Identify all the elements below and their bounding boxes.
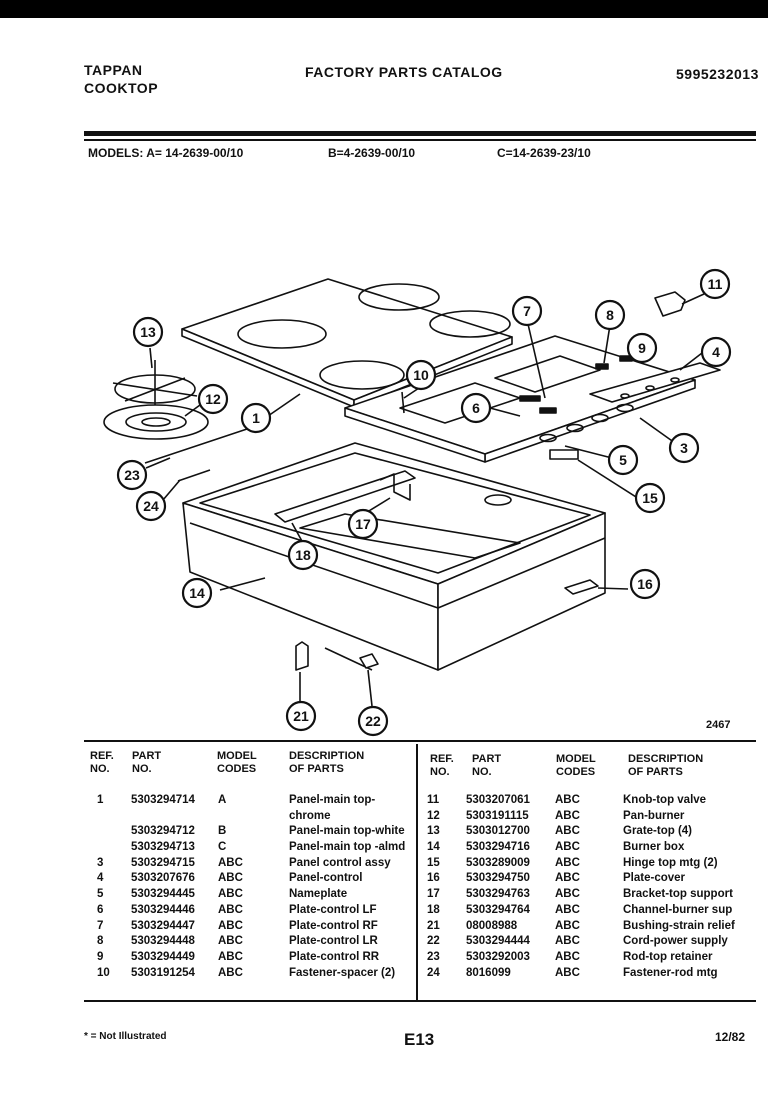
nameplate (589, 362, 721, 403)
table-divider (416, 744, 418, 1002)
svg-text:4: 4 (712, 344, 720, 360)
svg-text:3: 3 (680, 440, 688, 456)
diagram-callouts: 1 3 4 5 6 7 8 9 10 11 12 13 14 15 16 17 … (116, 268, 732, 737)
svg-text:22: 22 (365, 713, 381, 729)
callout-13: 13 (132, 316, 164, 348)
svg-text:1: 1 (252, 410, 260, 426)
svg-text:21: 21 (293, 708, 309, 724)
callout-11: 11 (699, 268, 731, 300)
product-label: COOKTOP (84, 80, 159, 96)
callout-23: 23 (116, 459, 148, 491)
svg-text:12: 12 (205, 391, 221, 407)
callout-1: 1 (240, 402, 272, 434)
svg-text:9: 9 (638, 340, 646, 356)
callout-9: 9 (626, 332, 658, 364)
callout-12: 12 (197, 383, 229, 415)
model-a: MODELS: A= 14-2639-00/10 (88, 146, 244, 160)
catalog-page: TAPPAN COOKTOP FACTORY PARTS CATALOG 599… (0, 18, 768, 1098)
svg-text:6: 6 (472, 400, 480, 416)
callout-7: 7 (511, 295, 543, 327)
callout-15: 15 (634, 482, 666, 514)
svg-text:24: 24 (143, 498, 159, 514)
burner-grate (112, 360, 198, 413)
callout-24: 24 (135, 490, 167, 522)
svg-text:14: 14 (189, 585, 205, 601)
svg-text:17: 17 (355, 516, 371, 532)
page-number: E13 (404, 1030, 435, 1049)
callout-6: 6 (460, 392, 492, 424)
model-c: C=14-2639-23/10 (497, 146, 591, 160)
diagram-number: 2467 (706, 719, 730, 731)
callout-10: 10 (405, 359, 437, 391)
svg-text:11: 11 (708, 276, 723, 292)
svg-text:15: 15 (642, 490, 658, 506)
exploded-parts-diagram: 1 3 4 5 6 7 8 9 10 11 12 13 14 15 16 17 … (103, 268, 732, 737)
svg-text:5: 5 (619, 452, 627, 468)
header-rule (84, 131, 756, 136)
callout-8: 8 (594, 299, 626, 331)
burner-box (182, 442, 606, 671)
callout-14: 14 (181, 577, 213, 609)
table-bottom-rule (84, 1000, 756, 1002)
svg-text:8: 8 (606, 307, 614, 323)
table-top-rule (84, 740, 756, 742)
page-title: FACTORY PARTS CATALOG (305, 64, 503, 80)
right-ref-header: REF.NO. (430, 753, 454, 778)
callout-3: 3 (668, 432, 700, 464)
svg-text:10: 10 (413, 367, 429, 383)
catalog-date: 12/82 (715, 1030, 746, 1044)
burner-pan (103, 404, 209, 440)
callout-17: 17 (347, 508, 379, 540)
left-ref-header: REF.NO. (90, 750, 114, 775)
brand-label: TAPPAN (84, 62, 143, 78)
model-b: B=4-2639-00/10 (328, 146, 416, 160)
catalog-number: 5995232013 (676, 66, 759, 82)
header-rule-thin (84, 139, 756, 141)
callout-21: 21 (285, 700, 317, 732)
svg-text:13: 13 (140, 324, 156, 340)
callout-4: 4 (700, 336, 732, 368)
callout-22: 22 (357, 705, 389, 737)
callout-5: 5 (607, 444, 639, 476)
svg-text:23: 23 (124, 467, 140, 483)
svg-text:7: 7 (523, 303, 531, 319)
svg-text:18: 18 (295, 547, 311, 563)
not-illustrated-note: * = Not Illustrated (84, 1031, 167, 1042)
svg-text:16: 16 (637, 576, 653, 592)
callout-18: 18 (287, 539, 319, 571)
callout-16: 16 (629, 568, 661, 600)
